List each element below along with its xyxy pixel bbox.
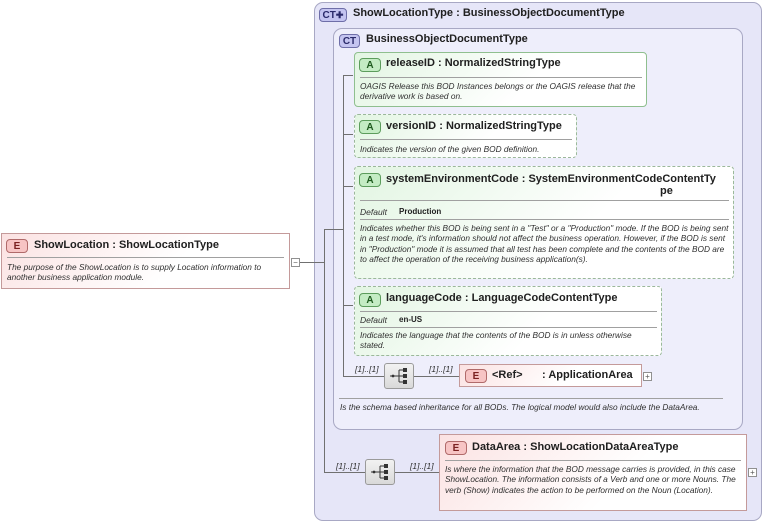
child-multiplicity: [1]..[1] <box>429 364 453 374</box>
attribute-title: languageCode : LanguageCodeContentType <box>386 292 618 304</box>
attribute-badge: A <box>359 120 381 134</box>
attribute-documentation: Indicates whether this BOD is being sent… <box>360 223 729 265</box>
connector-line <box>343 305 353 306</box>
sequence-glyph-icon <box>390 368 407 384</box>
attribute-badge: A <box>359 58 381 72</box>
sequence-compositor-icon[interactable] <box>384 363 414 389</box>
attribute-title: systemEnvironmentCode : SystemEnvironmen… <box>386 173 716 185</box>
divider <box>7 257 284 258</box>
divider <box>360 77 642 78</box>
attribute-system-environment-code[interactable]: A systemEnvironmentCode : SystemEnvironm… <box>354 166 734 279</box>
connector-line <box>324 472 365 473</box>
connector-line <box>343 376 384 377</box>
element-ref-label: <Ref> <box>492 369 523 381</box>
element-title: DataArea : ShowLocationDataAreaType <box>472 441 679 453</box>
application-area-element[interactable]: E <Ref> : ApplicationArea <box>459 364 642 387</box>
element-title: ShowLocation : ShowLocationType <box>34 239 219 251</box>
divider <box>339 398 723 399</box>
divider <box>360 139 572 140</box>
collapse-toggle[interactable]: − <box>291 258 300 267</box>
complex-type-badge: CT <box>339 34 360 48</box>
element-badge: E <box>465 369 487 383</box>
attribute-type-continuation: pe <box>660 185 673 197</box>
show-location-element[interactable]: E ShowLocation : ShowLocationType The pu… <box>1 233 290 289</box>
connector-line <box>300 262 324 263</box>
complex-type-documentation: Is the schema based inheritance for all … <box>340 402 700 412</box>
sequence-multiplicity: [1]..[1] <box>355 364 379 374</box>
attribute-documentation: OAGIS Release this BOD Instances belongs… <box>360 81 636 102</box>
connector-line <box>414 376 459 377</box>
default-value: Production <box>399 207 442 216</box>
child-multiplicity: [1]..[1] <box>410 461 434 471</box>
connector-line <box>395 472 439 473</box>
attribute-language-code[interactable]: A languageCode : LanguageCodeContentType… <box>354 286 662 356</box>
divider <box>445 460 741 461</box>
default-value: en-US <box>399 315 423 324</box>
divider <box>360 219 729 220</box>
outer-complex-type-title: ShowLocationType : BusinessObjectDocumen… <box>353 7 625 19</box>
inner-complex-type-title: BusinessObjectDocumentType <box>366 33 528 45</box>
attribute-badge: A <box>359 293 381 307</box>
sequence-multiplicity: [1]..[1] <box>336 461 360 471</box>
expand-toggle[interactable]: + <box>643 372 652 381</box>
sequence-glyph-icon <box>371 464 388 480</box>
element-badge: E <box>445 441 467 455</box>
complex-type-badge: CT✚ <box>319 8 347 22</box>
attribute-badge: A <box>359 173 381 187</box>
connector-line <box>324 229 343 230</box>
element-title: : ApplicationArea <box>542 369 633 381</box>
element-documentation: Is where the information that the BOD me… <box>445 464 736 495</box>
connector-line <box>343 75 344 377</box>
element-documentation: The purpose of the ShowLocation is to su… <box>7 262 262 283</box>
divider <box>360 327 657 328</box>
divider <box>360 311 657 312</box>
attribute-documentation: Indicates the language that the contents… <box>360 330 632 351</box>
attribute-title: releaseID : NormalizedStringType <box>386 57 561 69</box>
attribute-version-id[interactable]: A versionID : NormalizedStringType Indic… <box>354 114 577 158</box>
expand-toggle[interactable]: + <box>748 468 757 477</box>
attribute-title: versionID : NormalizedStringType <box>386 120 562 132</box>
default-label: Default <box>360 207 387 217</box>
divider <box>360 200 729 201</box>
sequence-compositor-icon[interactable] <box>365 459 395 485</box>
connector-line <box>343 134 353 135</box>
connector-line <box>343 75 353 76</box>
element-badge: E <box>6 239 28 253</box>
connector-line <box>324 229 325 472</box>
attribute-release-id[interactable]: A releaseID : NormalizedStringType OAGIS… <box>354 52 647 107</box>
attribute-documentation: Indicates the version of the given BOD d… <box>360 144 540 154</box>
connector-line <box>343 186 353 187</box>
default-label: Default <box>360 315 387 325</box>
data-area-element[interactable]: E DataArea : ShowLocationDataAreaType Is… <box>439 434 747 511</box>
